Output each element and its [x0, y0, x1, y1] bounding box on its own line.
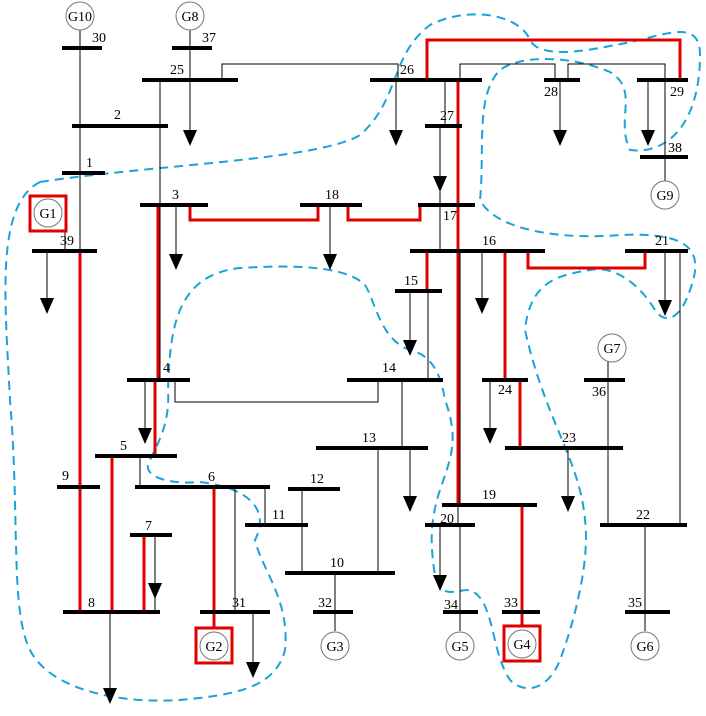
bus-label-4: 4 [163, 361, 170, 376]
bus-label-19: 19 [482, 488, 496, 503]
bus-label-35: 35 [628, 596, 642, 611]
generator-G2: G2 [194, 626, 234, 665]
generator-connections [64, 29, 666, 631]
bus-label-14: 14 [382, 361, 396, 376]
generator-G10: G10 [65, 1, 95, 31]
red-line-16-21 [526, 251, 647, 270]
generator-G5: G5 [445, 631, 475, 661]
bus-label-22: 22 [636, 508, 650, 523]
generator-G8: G8 [175, 1, 205, 31]
bus-label-9: 9 [62, 469, 69, 484]
load-29 [641, 80, 655, 146]
load-8 [103, 612, 117, 704]
generator-G4-highlight-box [502, 624, 542, 663]
bus-label-26: 26 [400, 63, 414, 78]
bus-label-10: 10 [330, 556, 344, 571]
load-31 [246, 612, 260, 678]
generator-G9-label: G9 [656, 189, 673, 204]
generator-G1: G1 [28, 194, 68, 233]
bus-label-36: 36 [592, 385, 606, 400]
load-15 [403, 291, 417, 356]
partition-boundaries [4, 13, 702, 702]
load-23 [561, 448, 575, 512]
bus-label-27: 27 [440, 109, 454, 124]
bus-label-21: 21 [655, 234, 669, 249]
line-4-14 [174, 380, 379, 403]
bus-label-11: 11 [272, 508, 285, 523]
generator-G10-label: G10 [68, 10, 92, 25]
line-26-29 [567, 63, 666, 80]
generator-G5-label: G5 [451, 640, 468, 655]
generator-G6-label: G6 [636, 640, 653, 655]
bus-labels: 30 37 25 26 28 29 2 27 38 1 3 18 17 39 1… [60, 31, 684, 613]
generator-G9: G9 [650, 180, 680, 210]
generator-G3-label: G3 [326, 640, 343, 655]
generator-G8-label: G8 [181, 10, 198, 25]
load-18 [323, 205, 337, 270]
load-28 [553, 80, 567, 146]
generator-G2-label: G2 [205, 640, 222, 655]
generator-G1-label: G1 [39, 207, 56, 222]
bus-label-34: 34 [444, 598, 458, 613]
bus-label-16: 16 [482, 234, 496, 249]
load-3 [169, 205, 183, 270]
bus-label-24: 24 [498, 383, 512, 398]
bus-label-39: 39 [60, 234, 74, 249]
generator-G6: G6 [630, 631, 660, 661]
bus-label-15: 15 [404, 274, 418, 289]
bus-label-8: 8 [88, 596, 95, 611]
loads [40, 80, 672, 704]
bus-label-38: 38 [668, 141, 682, 156]
load-25 [183, 80, 197, 146]
load-20 [433, 525, 447, 591]
bus-label-3: 3 [172, 188, 179, 203]
generator-G2-highlight-box [194, 626, 234, 665]
bus-label-25: 25 [170, 63, 184, 78]
bus-label-28: 28 [544, 85, 558, 100]
bus-label-23: 23 [562, 431, 576, 446]
bus-label-1: 1 [86, 156, 93, 171]
bus-label-31: 31 [232, 596, 246, 611]
line-25-26 [221, 63, 399, 80]
bus-label-17: 17 [443, 209, 457, 224]
red-line-18-17 [346, 205, 422, 222]
bus-label-5: 5 [120, 439, 127, 454]
bus-label-20: 20 [440, 512, 454, 527]
line-26-28 [459, 63, 556, 80]
red-line-3-18 [188, 205, 320, 222]
load-7 [148, 535, 162, 599]
bus-label-13: 13 [362, 431, 376, 446]
bus-label-37: 37 [202, 31, 216, 46]
load-16 [475, 251, 489, 314]
load-13 [403, 448, 417, 512]
bus-label-18: 18 [325, 188, 339, 203]
bus-label-33: 33 [504, 596, 518, 611]
generator-G1-highlight-box [28, 194, 68, 233]
bus-label-29: 29 [670, 85, 684, 100]
highlighted-lines [78, 38, 682, 628]
generator-G7-label: G7 [603, 342, 620, 357]
partition-boundary-left [4, 13, 702, 702]
load-4 [138, 380, 152, 444]
bus-label-30: 30 [92, 31, 106, 46]
bus-label-6: 6 [208, 470, 215, 485]
red-line-26-29 [425, 38, 682, 80]
load-24 [483, 380, 497, 444]
bus-label-12: 12 [310, 472, 324, 487]
bus-label-7: 7 [145, 519, 152, 534]
generator-G7: G7 [597, 333, 627, 363]
load-21 [658, 251, 672, 316]
bus-label-32: 32 [318, 596, 332, 611]
generator-G4: G4 [502, 624, 542, 663]
generator-G4-label: G4 [513, 638, 530, 653]
transmission-lines [79, 48, 681, 612]
bus-label-2: 2 [114, 108, 121, 123]
buses [32, 46, 688, 614]
load-39 [40, 251, 54, 314]
generators: G10 G8 G9 G7 G1 G2 G3 G5 [28, 1, 680, 665]
load-27 [433, 126, 447, 192]
generator-G3: G3 [320, 631, 350, 661]
load-26 [389, 80, 403, 146]
